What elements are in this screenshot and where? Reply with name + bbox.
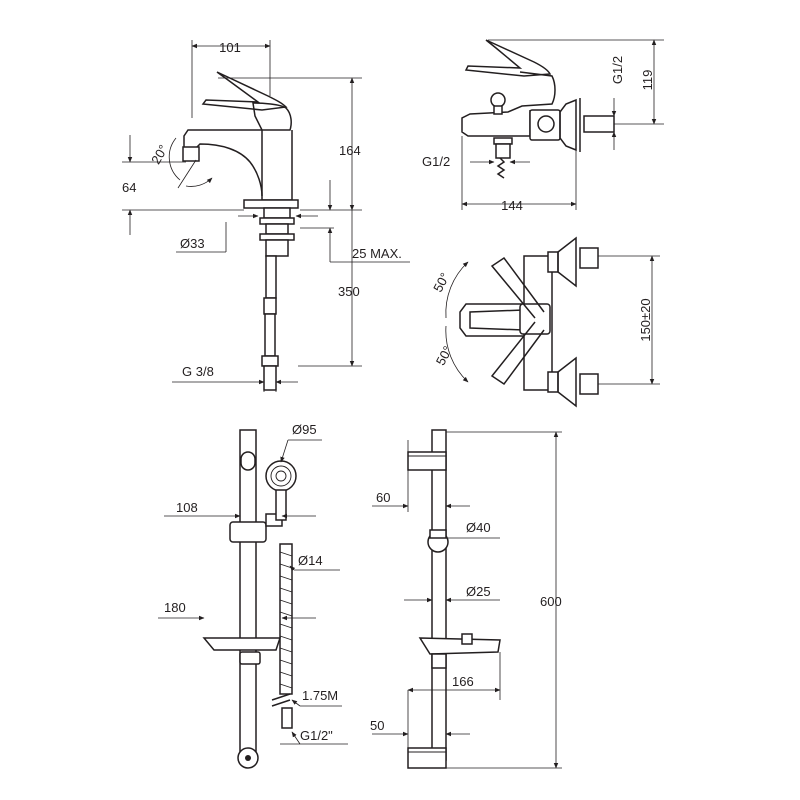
dim-64-label: 64 xyxy=(122,180,136,195)
dim-33-label: Ø33 xyxy=(180,236,205,251)
side-bottom-bracket xyxy=(407,747,447,769)
shower-set-side-drawing: 60 Ø40 Ø25 600 166 50 xyxy=(370,429,562,769)
bath-mixer-body xyxy=(461,71,556,137)
basin-mixer-body xyxy=(261,130,293,201)
bath-mixer-escutcheon xyxy=(559,98,577,152)
bath-mixer-top-drawing: 50° 50° 150±20 xyxy=(430,236,660,408)
bath-mixer-lever-position-upper xyxy=(490,256,545,319)
dim-25max-label: 25 MAX. xyxy=(352,246,402,261)
hand-shower-head xyxy=(265,460,297,492)
basin-mixer-base xyxy=(243,199,299,209)
side-top-bracket xyxy=(407,451,447,471)
dim-g38-label: G 3/8 xyxy=(182,364,214,379)
dim-25-label: Ø25 xyxy=(466,584,491,599)
dim-600-label: 600 xyxy=(540,594,562,609)
basin-mixer-hose-nut xyxy=(261,355,279,367)
dim-164-label: 164 xyxy=(339,143,361,158)
dim-101-label: 101 xyxy=(219,40,241,55)
bath-mixer-diverter-knob xyxy=(490,92,506,108)
dim-144-label: 144 xyxy=(501,198,523,213)
bath-mixer-top-inlet-lower xyxy=(579,373,599,395)
dim-g12-left-label: G1/2 xyxy=(422,154,450,169)
dim-g12-top-label: G1/2 xyxy=(610,56,625,84)
bath-mixer-top-spout xyxy=(459,303,524,337)
dim-166-label: 166 xyxy=(452,674,474,689)
bath-mixer-side-drawing: 119 G1/2 G1/2 144 xyxy=(422,39,664,213)
side-soap-dish xyxy=(418,637,501,655)
dim-119-label: 119 xyxy=(640,70,655,91)
shower-set-front-drawing: Ø95 108 Ø14 180 1.75M G1/2" xyxy=(158,422,348,769)
basin-mixer-nut xyxy=(259,217,295,225)
dim-40-label: Ø40 xyxy=(466,520,491,535)
bath-mixer-hose-spring xyxy=(496,157,506,179)
dim-50-label: 50 xyxy=(370,718,384,733)
basin-mixer-lever xyxy=(201,71,288,111)
dim-g12-label: G1/2" xyxy=(300,728,333,743)
shower-slider xyxy=(229,521,267,543)
dim-108-label: 108 xyxy=(176,500,198,515)
soap-dish xyxy=(202,637,282,651)
basin-mixer-drawing: 101 164 20° 64 Ø33 25 MAX. 350 xyxy=(122,40,410,392)
bath-mixer-lever-position-lower xyxy=(490,321,545,386)
dim-14-label: Ø14 xyxy=(298,553,323,568)
dim-95-label: Ø95 xyxy=(292,422,317,437)
bath-mixer-top-inlet-upper xyxy=(579,247,599,269)
dim-175m-label: 1.75M xyxy=(302,688,338,703)
bath-mixer-inlet xyxy=(583,115,615,133)
basin-mixer-aerator xyxy=(182,146,200,162)
bath-mixer-lever xyxy=(464,39,552,77)
hand-shower-handle xyxy=(275,489,287,521)
dim-180-label: 180 xyxy=(164,600,186,615)
side-rail xyxy=(431,429,447,761)
dim-350-label: 350 xyxy=(338,284,360,299)
basin-mixer-hose xyxy=(265,255,277,299)
dim-60-label: 60 xyxy=(376,490,390,505)
dim-150-label: 150±20 xyxy=(638,298,653,341)
shower-rail xyxy=(239,429,257,753)
dim-50-bottom-label: 50° xyxy=(433,343,455,367)
dim-20deg-label: 20° xyxy=(148,142,171,167)
basin-mixer-cap xyxy=(252,102,292,131)
